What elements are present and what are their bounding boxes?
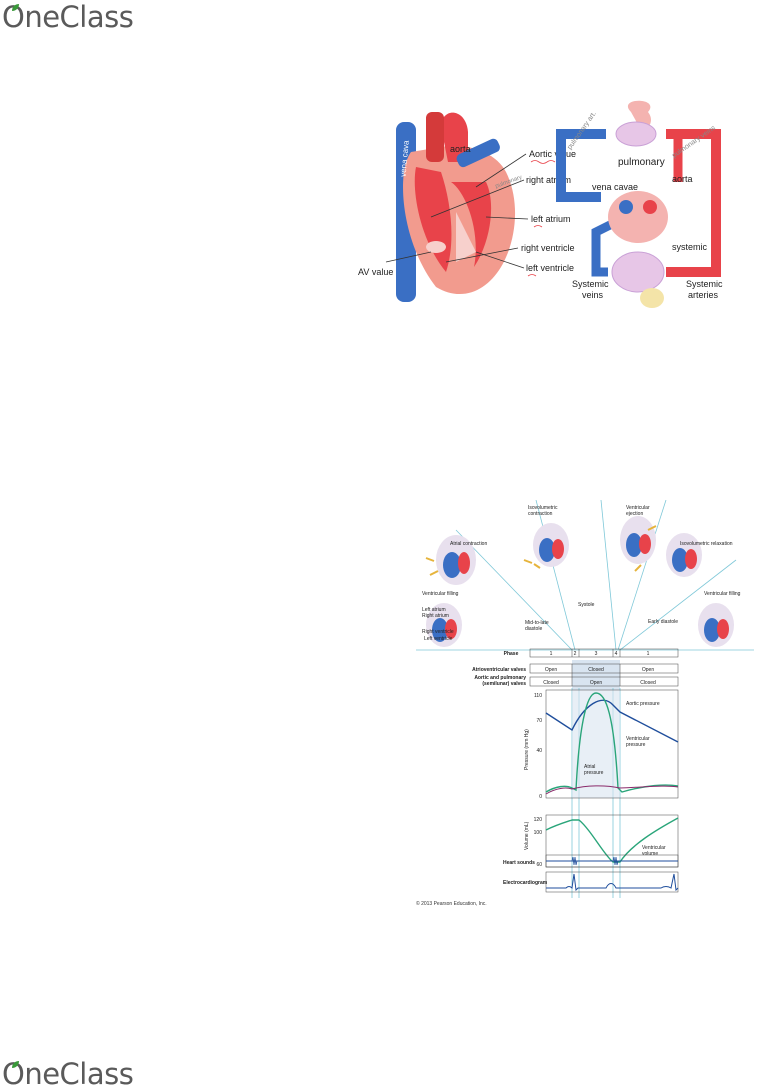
- v-tick-100: 100: [534, 830, 543, 836]
- av-open-2: Open: [642, 667, 654, 673]
- sl-row-label-2: (semilunar) valves: [482, 681, 526, 687]
- av-row-label: Atrioventricular valves: [472, 667, 526, 673]
- mid-late-2: diastole: [525, 626, 542, 632]
- pressure-ylabel: Pressure (mm Hg): [524, 729, 530, 770]
- brand-name: OneClass: [2, 3, 133, 32]
- phase-3: 3: [595, 651, 598, 657]
- oneclass-logo-top: OneClass: [2, 3, 133, 32]
- ventricular-pressure-2: pressure: [626, 742, 646, 748]
- vent-ejection-2: ejection: [626, 511, 643, 517]
- vena-cavae-label: vena cavae: [592, 182, 638, 192]
- aortic-value-label: Aortic value: [529, 149, 576, 159]
- brand-name: OneClass: [2, 1060, 133, 1089]
- left-ventricle-small: Left ventricle: [424, 636, 453, 642]
- copyright-note: © 2013 Pearson Education, Inc.: [416, 901, 487, 907]
- aorta-label-left: aorta: [450, 144, 471, 154]
- ecg-label: Electrocardiogram: [503, 880, 548, 886]
- systemic-veins-label-2: veins: [582, 290, 604, 300]
- cardiac-cycle-figure: Isovolumetric contraction Ventricular ej…: [416, 500, 756, 900]
- volume-ylabel: Volume (mL): [524, 821, 530, 850]
- systole-label: Systole: [578, 602, 595, 608]
- phase-2: 2: [574, 651, 577, 657]
- right-ventricle-small: Right ventricle: [422, 629, 454, 635]
- valve-table: Phase 1 2 3 4 1 Open Closed Open Closed …: [472, 649, 678, 690]
- av-closed: Closed: [588, 667, 604, 673]
- av-open-1: Open: [545, 667, 557, 673]
- atrial-pressure-2: pressure: [584, 770, 604, 776]
- p-tick-40: 40: [536, 748, 542, 754]
- ventricular-volume-2: volume: [642, 851, 658, 857]
- early-diastole: Early diastole: [648, 619, 678, 625]
- p-tick-0: 0: [539, 794, 542, 800]
- vent-filling-left: Ventricular filling: [422, 591, 459, 597]
- sl-open: Open: [590, 680, 602, 686]
- v-tick-60: 60: [536, 862, 542, 868]
- vent-filling-right: Ventricular filling: [704, 591, 741, 597]
- atrial-contraction: Atrial contraction: [450, 541, 487, 547]
- heart-sounds-label: Heart sounds: [503, 860, 535, 866]
- phase-label: Phase: [504, 651, 519, 657]
- oneclass-logo-bottom: OneClass: [2, 1060, 133, 1089]
- pressure-panel: 110 70 40 0 Pressure (mm Hg) Aortic pres…: [524, 690, 678, 800]
- phase-1: 1: [550, 651, 553, 657]
- av-value-label: AV value: [358, 267, 393, 277]
- systemic-arteries-label-2: arteries: [688, 290, 719, 300]
- right-ventricle-label: right ventricle: [521, 243, 575, 253]
- leaf-icon: [10, 1057, 20, 1075]
- aorta-label-right: aorta: [672, 174, 693, 184]
- aortic-pressure-label: Aortic pressure: [626, 701, 660, 707]
- isovol-contraction-2: contraction: [528, 511, 553, 517]
- sl-closed-2: Closed: [640, 680, 656, 686]
- stage-heart-illustrations: [426, 516, 734, 647]
- p-tick-70: 70: [536, 718, 542, 724]
- volume-panel: 120 100 60 Volume (mL) Ventricular volum…: [524, 815, 678, 868]
- sl-closed-1: Closed: [543, 680, 559, 686]
- p-tick-110: 110: [534, 693, 542, 699]
- systemic-veins-label-1: Systemic: [572, 279, 609, 289]
- systemic-label: systemic: [672, 242, 708, 252]
- phase-1b: 1: [647, 651, 650, 657]
- pulmonary-label: pulmonary: [618, 157, 665, 168]
- v-tick-120: 120: [534, 817, 543, 823]
- isovol-relaxation: Isovolumetric relaxation: [680, 541, 733, 547]
- right-atrium-small: Right atrium: [422, 613, 449, 619]
- left-atrium-label: left atrium: [531, 214, 571, 224]
- systemic-arteries-label-1: Systemic: [686, 279, 723, 289]
- leaf-icon: [10, 0, 20, 18]
- phase-4: 4: [615, 651, 618, 657]
- heart-circulation-figure: AV value vena cava aorta pulmonary Aorti…: [356, 92, 728, 322]
- left-ventricle-label: left ventricle: [526, 263, 574, 273]
- ecg-panel: Electrocardiogram: [503, 872, 678, 892]
